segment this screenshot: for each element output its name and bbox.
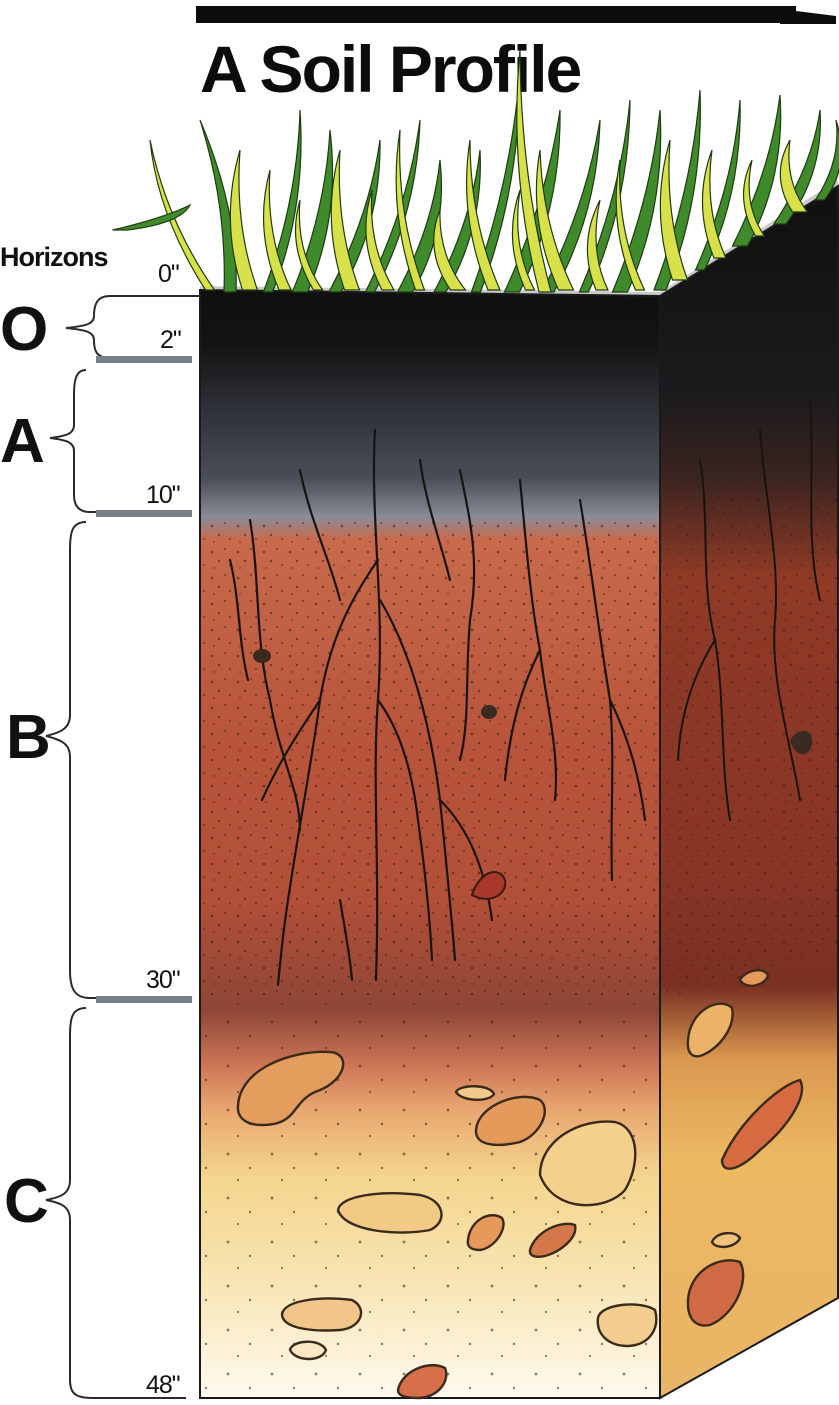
depth-line-2	[96, 356, 192, 363]
diagram-title: A Soil Profile	[200, 32, 581, 106]
horizon-letter-o: O	[0, 295, 48, 364]
depth-label-10: 10"	[146, 481, 180, 509]
bracket-b	[46, 522, 186, 998]
horizon-letter-a: A	[0, 407, 45, 476]
pebble	[253, 649, 271, 663]
horizons-heading: Horizons	[0, 242, 108, 272]
horizon-scale	[46, 296, 200, 1398]
depth-line-10	[96, 510, 192, 517]
horizon-letter-b: B	[6, 703, 51, 772]
horizon-letter-c: C	[4, 1167, 49, 1236]
title-bar	[196, 6, 836, 24]
bracket-c	[46, 1008, 186, 1398]
grass-blade	[331, 150, 359, 290]
pebble	[481, 705, 497, 719]
depth-label-30: 30"	[146, 966, 180, 994]
depth-label-2: 2"	[160, 326, 181, 354]
depth-label-48: 48"	[146, 1371, 180, 1399]
depth-lines	[96, 356, 192, 1003]
depth-line-30	[96, 996, 192, 1003]
soil-block	[200, 180, 838, 1398]
depth-label-0: 0"	[158, 260, 179, 288]
